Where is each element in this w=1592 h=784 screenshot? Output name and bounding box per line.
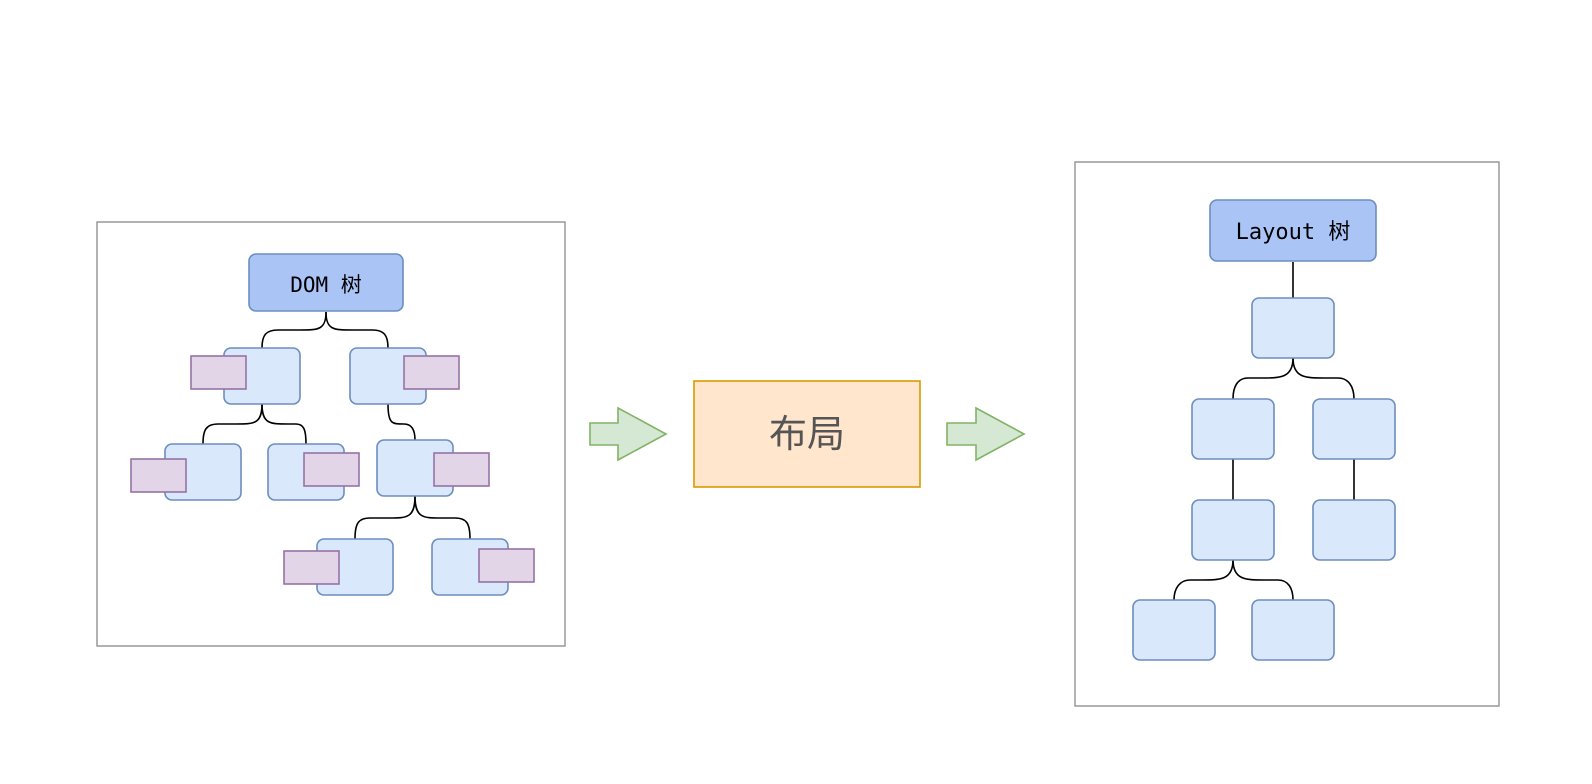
dom-style-box	[433, 452, 490, 487]
dom-style-box	[130, 458, 187, 493]
dom-root-label: DOM 树	[290, 273, 362, 297]
arrow-right-icon	[946, 406, 1026, 462]
layout-node	[1132, 599, 1216, 661]
layout-node	[1312, 398, 1396, 460]
dom-edge-l-lr	[261, 403, 307, 445]
layout-node	[1251, 297, 1335, 359]
process-label: 布局	[769, 412, 845, 456]
arrow-right-icon	[589, 406, 668, 462]
layout-connectors	[1173, 262, 1355, 601]
dom-edge-r-rc	[387, 403, 416, 441]
dom-edge-rc-a	[354, 495, 416, 540]
dom-style-boxes	[130, 355, 535, 585]
layout-node	[1191, 398, 1275, 460]
layout-root-node: Layout 树	[1209, 199, 1377, 262]
layout-edge-c1-d2	[1232, 559, 1294, 601]
dom-style-box	[283, 550, 340, 585]
layout-node	[1312, 499, 1396, 561]
layout-edge-c1-d1	[1173, 559, 1234, 601]
layout-edge-a-b1	[1232, 357, 1294, 400]
dom-style-box	[478, 548, 535, 583]
dom-edge-l-ll	[202, 403, 263, 445]
layout-edge-a-b2	[1292, 357, 1355, 400]
layout-nodes	[1132, 297, 1396, 661]
layout-node	[1251, 599, 1335, 661]
dom-style-box	[190, 355, 247, 390]
layout-tree-panel: Layout 树	[1074, 161, 1500, 707]
layout-node	[1191, 499, 1275, 561]
dom-connectors	[202, 311, 471, 540]
dom-style-box	[303, 452, 360, 487]
dom-style-box	[403, 355, 460, 390]
layout-process-box: 布局	[693, 380, 921, 488]
dom-root-node: DOM 树	[248, 253, 404, 312]
dom-edge-rc-b	[414, 495, 471, 540]
dom-edge-root-left	[261, 311, 327, 349]
dom-tree-panel: DOM 树	[96, 221, 566, 647]
layout-root-label: Layout 树	[1236, 220, 1351, 245]
dom-edge-root-right	[325, 311, 389, 349]
